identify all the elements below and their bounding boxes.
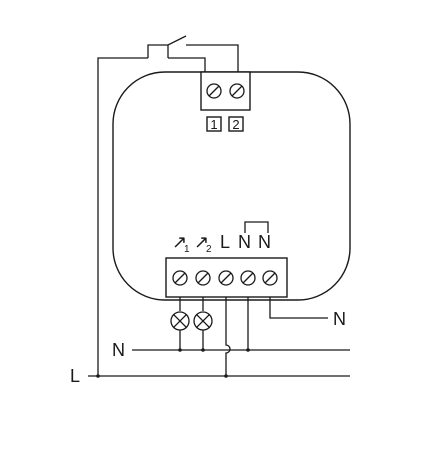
top-terminal-block: 1 2 — [200, 71, 251, 132]
terminal-number-box-2 — [228, 116, 244, 132]
terminal-number-box-1 — [206, 116, 222, 132]
switch-output-1-glyph: ↗ — [172, 232, 187, 252]
switch-wire-right — [168, 57, 206, 72]
junction-dot — [201, 348, 205, 352]
n-output-label: N — [333, 309, 346, 329]
bottom-terminal-block — [165, 257, 288, 298]
bottom-terminal-labels: ↗ 1 ↗ 2 L N N — [172, 221, 271, 255]
switch-wire-left — [97, 57, 148, 376]
n-bus-label: N — [112, 340, 125, 360]
junction-dot — [96, 374, 100, 378]
lamps — [170, 297, 213, 350]
switch-output-2-sub: 2 — [206, 244, 212, 255]
switch-lever — [147, 35, 187, 58]
l-feed-wire — [225, 297, 231, 376]
switch-wire-to-2 — [186, 44, 239, 72]
terminal-label-l: L — [220, 232, 230, 252]
top-switch — [97, 35, 239, 376]
n-bridge — [244, 221, 269, 233]
junction-dot — [224, 374, 228, 378]
l-bus-label: L — [70, 366, 80, 386]
n-output-wire — [269, 297, 328, 319]
junction-dot — [246, 348, 250, 352]
terminal-number-2: 2 — [232, 117, 239, 132]
terminal-number-1: 1 — [210, 117, 217, 132]
switch-output-1-sub: 1 — [184, 244, 190, 255]
terminal-label-n2: N — [258, 232, 271, 252]
junction-dot — [178, 348, 182, 352]
terminal-label-n1: N — [238, 232, 251, 252]
switch-output-2-glyph: ↗ — [194, 232, 209, 252]
